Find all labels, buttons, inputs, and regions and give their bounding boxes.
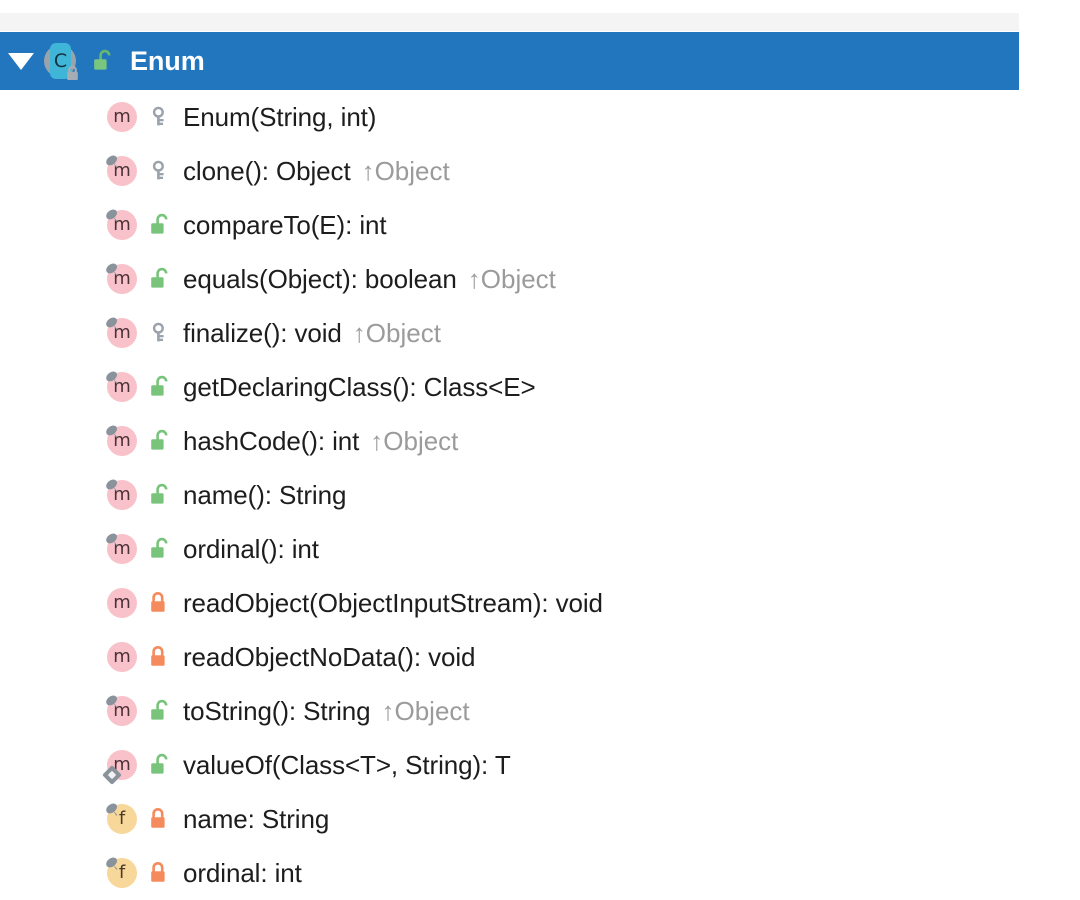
private-locked-icon bbox=[139, 643, 183, 671]
overrides-arrow-icon bbox=[105, 425, 120, 438]
tree-row-method-11[interactable]: m toString(): String ↑Object bbox=[0, 684, 1080, 738]
member-label: toString(): String bbox=[183, 695, 371, 726]
tree-row-method-10[interactable]: m readObjectNoData(): void bbox=[0, 630, 1080, 684]
overrides-arrow-icon bbox=[105, 533, 120, 546]
member-label: valueOf(Class<T>, String): T bbox=[183, 749, 511, 780]
overrides-arrow-icon bbox=[105, 155, 120, 168]
member-label: equals(Object): boolean bbox=[183, 263, 457, 294]
method-icon: m bbox=[102, 747, 139, 785]
method-icon-letter: m bbox=[107, 156, 137, 186]
tree-row-method-5[interactable]: m getDeclaringClass(): Class<E> bbox=[0, 360, 1080, 414]
overrides-arrow-icon bbox=[105, 479, 120, 492]
tree-row-method-6[interactable]: m hashCode(): int ↑Object bbox=[0, 414, 1080, 468]
method-icon-letter: m bbox=[107, 102, 137, 132]
member-label: ordinal: int bbox=[183, 857, 302, 888]
class-icon: C bbox=[42, 41, 82, 81]
tree-row-method-4[interactable]: m finalize(): void ↑Object bbox=[0, 306, 1080, 360]
method-icon: m bbox=[105, 261, 139, 297]
overrides-arrow-icon bbox=[105, 317, 120, 330]
tree-row-method-9[interactable]: m readObject(ObjectInputStream): void bbox=[0, 576, 1080, 630]
overrides-arrow-icon bbox=[105, 371, 120, 384]
public-unlocked-icon bbox=[139, 427, 183, 455]
tree-row-method-1[interactable]: m clone(): Object ↑Object bbox=[0, 144, 1080, 198]
public-unlocked-icon bbox=[139, 697, 183, 725]
method-icon: m bbox=[105, 585, 139, 621]
toolbar-strip bbox=[0, 13, 1019, 31]
method-icon-letter: m bbox=[107, 588, 137, 618]
private-locked-icon bbox=[139, 859, 183, 887]
public-unlocked-icon bbox=[139, 265, 183, 293]
member-label: readObject(ObjectInputStream): void bbox=[183, 587, 603, 618]
method-icon-letter: m bbox=[107, 642, 137, 672]
public-unlocked-icon bbox=[139, 751, 183, 779]
protected-lock-badge-icon bbox=[65, 65, 80, 81]
tree-members: m Enum(String, int) m clone(): Object ↑O… bbox=[0, 90, 1080, 900]
overrides-arrow-icon bbox=[105, 857, 120, 870]
protected-key-icon bbox=[139, 157, 183, 185]
method-icon: m bbox=[105, 315, 139, 351]
method-icon: m bbox=[105, 369, 139, 405]
private-locked-icon bbox=[139, 589, 183, 617]
member-label: name: String bbox=[183, 803, 330, 834]
tree-row-method-8[interactable]: m ordinal(): int bbox=[0, 522, 1080, 576]
field-icon: f bbox=[105, 801, 139, 837]
member-label: Enum(String, int) bbox=[183, 101, 377, 132]
inherited-from-label: ↑Object bbox=[381, 695, 470, 726]
overrides-arrow-icon bbox=[105, 803, 120, 816]
structure-tree: C Enum m Enum(Strin bbox=[0, 32, 1080, 900]
public-unlocked-icon bbox=[139, 373, 183, 401]
inherited-from-label: ↑Object bbox=[352, 317, 441, 348]
root-label: Enum bbox=[130, 45, 205, 76]
tree-row-method-7[interactable]: m name(): String bbox=[0, 468, 1080, 522]
tree-row-method-2[interactable]: m compareTo(E): int bbox=[0, 198, 1080, 252]
method-icon-letter: m bbox=[107, 480, 137, 510]
member-label: name(): String bbox=[183, 479, 347, 510]
tree-row-method-3[interactable]: m equals(Object): boolean ↑Object bbox=[0, 252, 1080, 306]
field-icon: f bbox=[105, 855, 139, 891]
protected-key-icon bbox=[139, 103, 183, 131]
method-icon: m bbox=[105, 693, 139, 729]
overrides-arrow-icon bbox=[105, 263, 120, 276]
inherited-from-label: ↑Object bbox=[370, 425, 459, 456]
method-icon: m bbox=[105, 639, 139, 675]
member-label: ordinal(): int bbox=[183, 533, 319, 564]
overrides-arrow-icon bbox=[105, 695, 120, 708]
protected-key-icon bbox=[139, 319, 183, 347]
method-icon: m bbox=[105, 207, 139, 243]
class-icon-letter: C bbox=[53, 50, 68, 72]
method-icon: m bbox=[105, 531, 139, 567]
public-unlocked-icon bbox=[139, 481, 183, 509]
method-icon-letter: m bbox=[107, 318, 137, 348]
member-label: hashCode(): int bbox=[183, 425, 360, 456]
overrides-arrow-icon bbox=[105, 209, 120, 222]
member-label: clone(): Object bbox=[183, 155, 351, 186]
method-icon: m bbox=[105, 423, 139, 459]
member-label: readObjectNoData(): void bbox=[183, 641, 476, 672]
tree-row-method-12[interactable]: m valueOf(Class<T>, String): T bbox=[0, 738, 1080, 792]
private-locked-icon bbox=[139, 805, 183, 833]
tree-row-method-0[interactable]: m Enum(String, int) bbox=[0, 90, 1080, 144]
inherited-from-label: ↑Object bbox=[467, 263, 556, 294]
public-unlocked-icon bbox=[139, 211, 183, 239]
tree-row-field-14[interactable]: f ordinal: int bbox=[0, 846, 1080, 900]
chevron-down-icon[interactable] bbox=[0, 52, 42, 70]
member-label: finalize(): void bbox=[183, 317, 342, 348]
member-label: getDeclaringClass(): Class<E> bbox=[183, 371, 536, 402]
inherited-from-label: ↑Object bbox=[361, 155, 450, 186]
method-icon: m bbox=[105, 153, 139, 189]
member-label: compareTo(E): int bbox=[183, 209, 387, 240]
tree-row-root[interactable]: C Enum bbox=[0, 32, 1019, 90]
public-unlocked-icon bbox=[82, 47, 126, 75]
method-icon: m bbox=[105, 477, 139, 513]
tree-row-field-13[interactable]: f name: String bbox=[0, 792, 1080, 846]
public-unlocked-icon bbox=[139, 535, 183, 563]
method-icon: m bbox=[105, 99, 139, 135]
